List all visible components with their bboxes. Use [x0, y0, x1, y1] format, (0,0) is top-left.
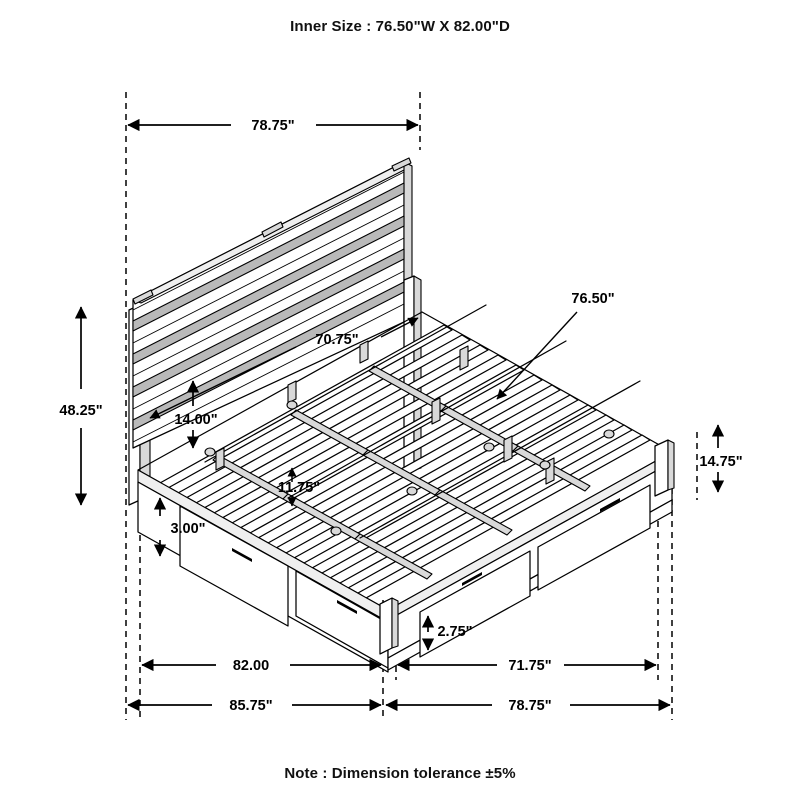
dim-overall-width-label: 78.75" [508, 698, 551, 714]
deck-support-legs [215, 340, 555, 485]
connector-3 [406, 486, 418, 496]
dim-drawer-clearance: 2.75" [421, 615, 473, 651]
center-rail-6 [434, 489, 513, 536]
center-rail-3 [354, 533, 433, 580]
dim-footboard-height: 14.75" [699, 424, 743, 493]
slat-deck [137, 304, 673, 611]
dim-slat-inner: 76.50" [496, 291, 615, 400]
footboard-post-far [654, 439, 669, 497]
dim-footboard-height-label: 14.75" [699, 454, 742, 470]
footboard-post-near-side [391, 597, 399, 649]
dim-headboard-inner-label: 70.75" [315, 332, 358, 348]
dim-deck-height-label: 11.75" [278, 480, 320, 496]
dim-drawer-clearance-label: 2.75" [437, 624, 472, 640]
dim-top-width-label: 78.75" [251, 118, 294, 134]
connector-1 [204, 447, 216, 457]
headboard-slat-groove-1 [132, 182, 405, 332]
slat-connectors [204, 400, 615, 536]
dim-headboard-inner-leader-left [149, 346, 297, 419]
footboard-handle-right [600, 498, 620, 512]
connector-5 [539, 460, 551, 470]
dim-footboard-width: 71.75" [397, 658, 657, 674]
center-beam-low [359, 380, 641, 539]
dim-footboard-width-label: 71.75" [508, 658, 551, 674]
center-beam-mid [287, 340, 567, 499]
leg-1 [215, 447, 225, 471]
dim-overall-depth-label: 85.75" [229, 698, 272, 714]
dim-overall-width: 78.75" [385, 698, 671, 714]
connector-6 [330, 526, 342, 536]
dim-rail-to-floor: 3.00" [153, 497, 206, 557]
dim-headboard-height-label: 48.25" [59, 403, 102, 419]
footboard-drawer-left [419, 550, 531, 658]
headboard-slat-line-1 [132, 171, 405, 311]
leg-2 [287, 380, 297, 404]
dim-top-width: 78.75" [127, 118, 419, 134]
dim-overall-depth: 85.75" [127, 698, 382, 714]
page-title: Inner Size : 76.50"W X 82.00"D [290, 18, 510, 35]
leg-7 [459, 345, 469, 371]
drawer-front-left [179, 505, 289, 627]
drawer-handle-left [232, 548, 252, 562]
dim-deck-height: 11.75" [278, 467, 320, 507]
connector-7 [603, 429, 615, 439]
leg-4 [431, 397, 441, 425]
footboard-drawer-right [537, 484, 651, 591]
headboard-tab-right [391, 157, 412, 172]
dim-side-depth: 82.00 [141, 658, 382, 674]
deck-center-beams [204, 304, 641, 539]
dim-slat-inner-label: 76.50" [571, 291, 614, 307]
footboard-post-near [379, 597, 393, 655]
headboard [128, 157, 422, 506]
dim-deck-to-headboard-label: 14.00" [174, 412, 217, 428]
headboard-tab-mid [261, 221, 284, 238]
connector-2 [286, 400, 298, 410]
headboard-slat-line-2 [132, 204, 405, 344]
footboard-post-far-side [667, 439, 675, 491]
headboard-slat-groove-3 [132, 248, 405, 398]
headboard-tab-left [132, 289, 154, 305]
leg-3 [359, 340, 369, 364]
dim-rail-to-floor-label: 3.00" [170, 521, 205, 537]
dim-headboard-inner: 70.75" [149, 317, 419, 419]
side-rail-with-drawers [137, 469, 389, 673]
leg-5 [503, 435, 513, 463]
headboard-slat-line-3 [132, 237, 405, 377]
dim-deck-to-headboard: 14.00" [174, 380, 218, 449]
headboard-slat-line-4 [132, 270, 405, 410]
footboard-handle-left [462, 572, 482, 586]
drawer-handle-right [337, 600, 357, 614]
center-beam-top [204, 304, 487, 463]
dim-side-depth-label: 82.00 [233, 658, 269, 674]
connector-4 [483, 442, 495, 452]
footboard [379, 439, 675, 671]
dim-headboard-height: 48.25" [59, 306, 103, 506]
dim-headboard-inner-leader-right [380, 317, 419, 338]
headboard-slat-line-5 [132, 303, 405, 443]
dim-slat-inner-leader [496, 311, 578, 400]
headboard-slat-groove-2 [132, 215, 405, 365]
tolerance-note: Note : Dimension tolerance ±5% [284, 765, 516, 782]
